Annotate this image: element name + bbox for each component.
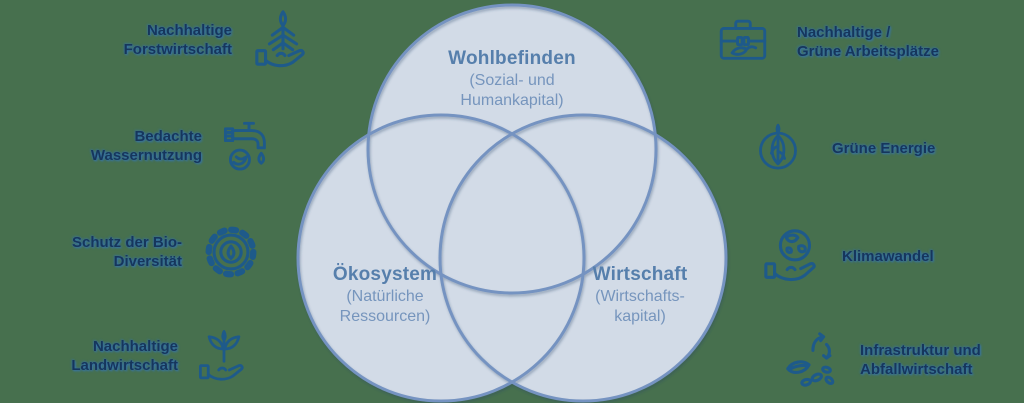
circle-title: Ökosystem [332, 264, 438, 285]
side-item-green-energy: Grüne Energie [750, 114, 935, 182]
venn-circle-fills [298, 5, 726, 401]
circle-title: Wirtschaft [592, 264, 688, 285]
side-item-label: Grüne Energie [832, 139, 936, 157]
side-item-label: Nachhaltige / Grüne Arbeitsplätze [797, 24, 939, 60]
globe-in-hand-icon [764, 229, 816, 282]
circle-subtitle: (Wirtschafts- kapital) [595, 288, 685, 325]
leaf-circle-icon [759, 123, 797, 170]
side-item-climate-change: Klimawandel [762, 222, 934, 290]
side-item-agriculture: Nachhaltige Landwirtschaft [2, 322, 252, 390]
side-item-label: Schutz der Bio- Diversität [71, 234, 182, 270]
side-item-water: Bedachte Wassernutzung [20, 112, 278, 180]
side-item-forestry: Nachhaltige Forstwirtschaft [28, 6, 314, 74]
side-item-green-jobs: Nachhaltige / Grüne Arbeitsplätze [712, 8, 939, 76]
gear-leaf-icon [205, 226, 257, 278]
side-item-label: Nachhaltige Forstwirtschaft [123, 22, 232, 58]
side-item-label: Klimawandel [842, 247, 934, 265]
circle-title: Wohlbefinden [448, 48, 576, 69]
venn-label-wellbeing: Wohlbefinden (Sozial- und Humankapital) [402, 46, 622, 111]
venn-label-economy: Wirtschaft (Wirtschafts- kapital) [530, 262, 750, 327]
side-item-label: Infrastruktur und Abfallwirtschaft [860, 342, 981, 378]
side-item-label: Nachhaltige Landwirtschaft [71, 338, 178, 374]
tree-in-hand-icon [255, 10, 305, 68]
side-item-biodiversity: Schutz der Bio- Diversität [8, 218, 262, 286]
sprout-in-hand-icon [198, 330, 244, 381]
circle-economy-outline [438, 113, 728, 403]
waste-management-icon [786, 332, 835, 387]
side-item-label: Bedachte Wassernutzung [90, 128, 202, 164]
faucet-leaf-icon [223, 121, 266, 171]
briefcase-leaf-icon [719, 19, 767, 60]
circle-subtitle: (Sozial- und Humankapital) [460, 72, 564, 109]
venn-circle-outlines [296, 3, 728, 403]
circle-wellbeing-outline [366, 3, 658, 295]
venn-label-ecosystem: Ökosystem (Natürliche Ressourcen) [275, 262, 495, 327]
circle-subtitle: (Natürliche Ressourcen) [339, 288, 431, 325]
side-item-waste-infrastructure: Infrastruktur und Abfallwirtschaft [780, 326, 981, 394]
circle-ecosystem-outline [296, 113, 586, 403]
